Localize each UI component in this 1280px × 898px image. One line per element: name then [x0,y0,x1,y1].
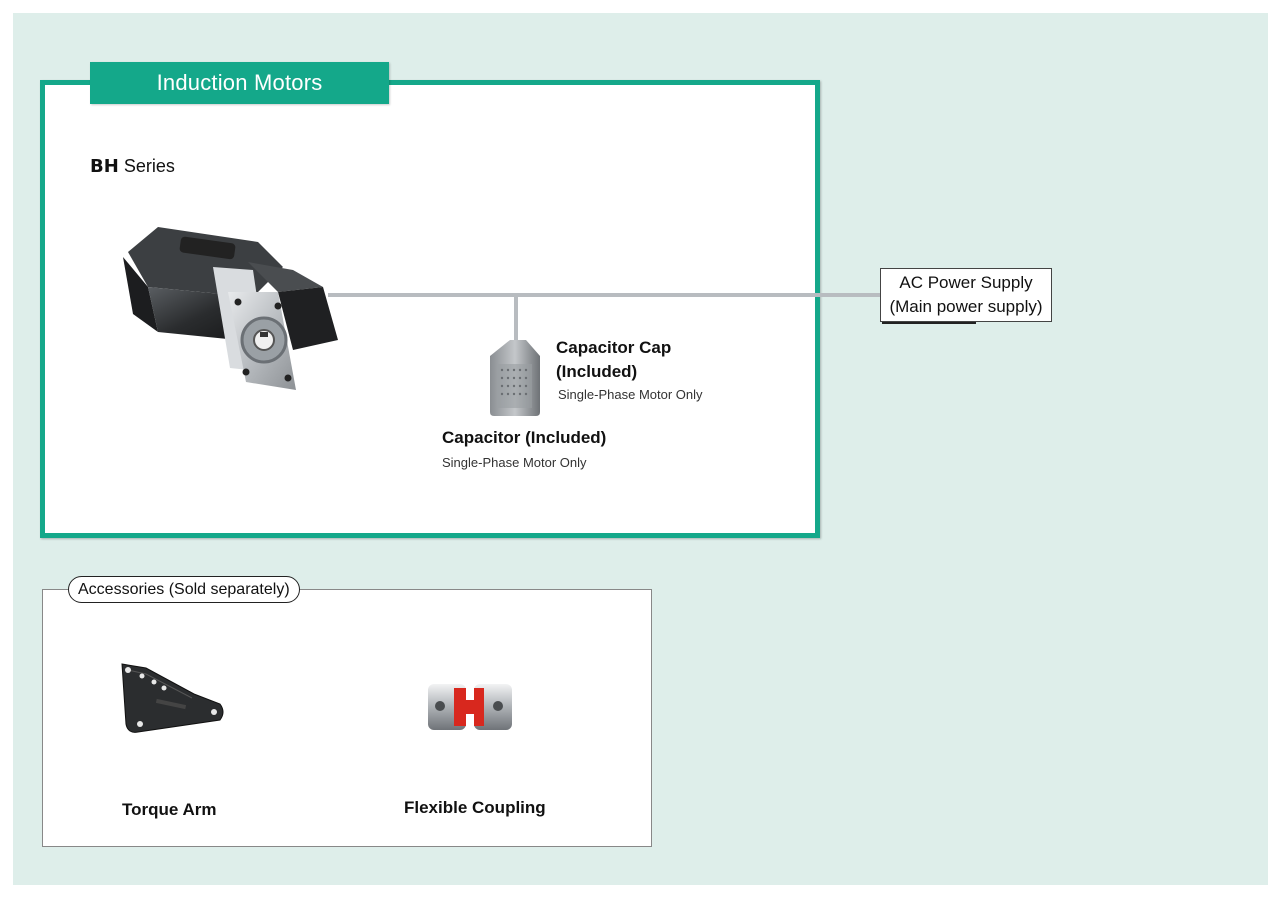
capacitor-cap-line1: Capacitor Cap [556,338,672,357]
panel-title: Induction Motors [90,62,389,104]
capacitor-icon [490,340,540,416]
torque-arm-label: Torque Arm [122,800,217,819]
power-box-shadow [882,320,976,324]
series-suffix: Series [123,156,175,176]
capacitor-note: Single-Phase Motor Only [442,455,587,470]
gear-motor-icon [123,227,338,390]
ac-power-supply-box: AC Power Supply (Main power supply) [880,268,1052,322]
flexible-coupling-label: Flexible Coupling [404,798,546,817]
accessories-header: Accessories (Sold separately) [68,576,300,603]
capacitor-cap-note: Single-Phase Motor Only [558,387,703,402]
series-label: BH Series [90,156,175,177]
power-cable [328,293,880,297]
series-prefix: BH [90,156,119,177]
power-supply-line2: (Main power supply) [889,297,1043,316]
torque-arm-icon [121,663,224,733]
power-supply-line1: AC Power Supply [899,273,1033,292]
capacitor-cap-label: Capacitor Cap (Included) [556,336,671,384]
capacitor-cap-line2: (Included) [556,362,638,381]
flexible-coupling-icon [428,684,512,730]
capacitor-label: Capacitor (Included) [442,428,607,447]
capacitor-cable [514,295,518,343]
